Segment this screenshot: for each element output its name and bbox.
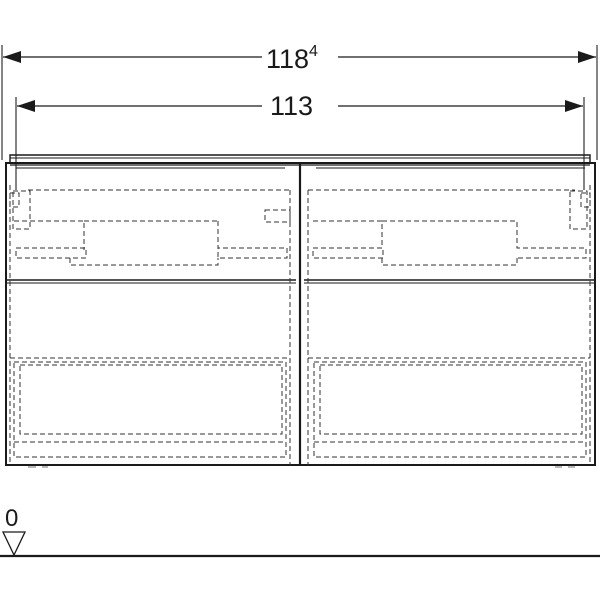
extension-lines xyxy=(1,45,598,190)
cabinet-body xyxy=(5,162,596,466)
inner-width-label: 113 xyxy=(266,91,318,121)
level-zero-label: 0 xyxy=(5,505,19,532)
overall-width-main: 118 xyxy=(266,44,310,74)
overall-width-label: 1184 xyxy=(262,44,322,73)
overall-width-superscript: 4 xyxy=(309,43,318,60)
inner-width-main: 113 xyxy=(270,91,314,121)
hidden-lines xyxy=(9,185,591,465)
level-marker-triangle-icon xyxy=(1,531,27,557)
